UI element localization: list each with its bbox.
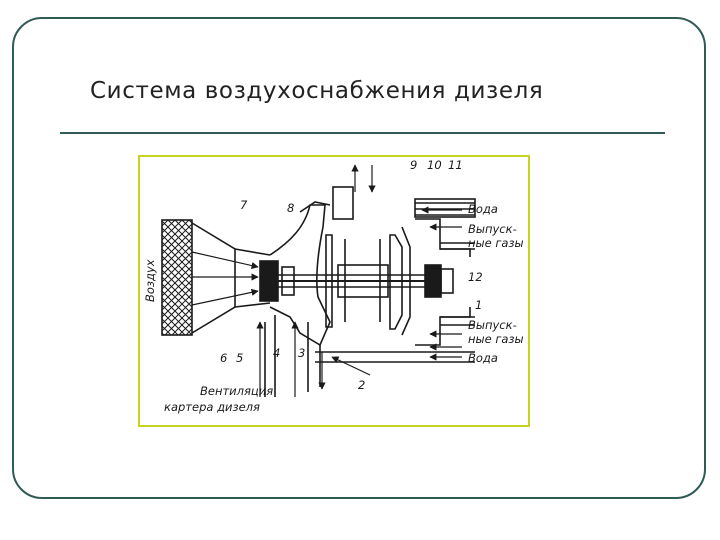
exhaust-bottom-label-2: ные газы <box>468 332 524 346</box>
number-1: 1 <box>475 298 482 312</box>
water-top-label: Вода <box>468 202 498 216</box>
inlet-cone <box>191 222 236 334</box>
number-11: 11 <box>448 158 463 172</box>
number-6: 6 <box>220 351 227 365</box>
diagram-drawing: Воздух Вода Выпуск- ные газы Выпуск- ные… <box>143 158 524 414</box>
number-5: 5 <box>236 351 243 365</box>
number-3: 3 <box>298 346 305 360</box>
water-bottom-label: Вода <box>468 351 498 365</box>
right-bearing <box>424 264 442 298</box>
turbocharger-diagram: Воздух Вода Выпуск- ные газы Выпуск- ные… <box>138 155 530 427</box>
air-label: Воздух <box>143 259 157 302</box>
title-divider <box>60 132 665 134</box>
compressor-wheel <box>325 234 333 328</box>
air-filter <box>161 219 193 336</box>
ventilation-label-2: картера дизеля <box>164 400 260 414</box>
compressor-housing <box>269 204 331 347</box>
slide-title: Система воздухоснабжения дизеля <box>90 78 544 104</box>
number-8: 8 <box>287 201 294 215</box>
number-2: 2 <box>358 378 365 392</box>
number-12: 12 <box>468 270 483 284</box>
number-9: 9 <box>410 158 417 172</box>
turbine-wheel <box>389 234 403 330</box>
number-7: 7 <box>240 198 248 212</box>
number-10: 10 <box>427 158 442 172</box>
exhaust-bottom-label-1: Выпуск- <box>468 318 517 332</box>
slide-frame <box>12 17 706 499</box>
number-4: 4 <box>273 346 280 360</box>
exhaust-top-label-2: ные газы <box>468 236 524 250</box>
left-bearing <box>259 260 279 302</box>
ventilation-label-1: Вентиляция <box>200 384 273 398</box>
exhaust-top-label-1: Выпуск- <box>468 222 517 236</box>
